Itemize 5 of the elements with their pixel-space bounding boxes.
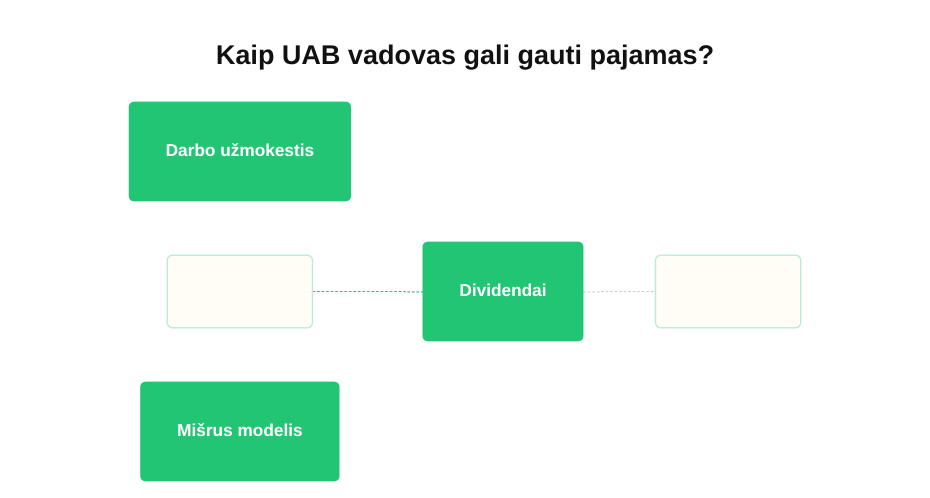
node-box bbox=[166, 254, 314, 328]
node-box bbox=[654, 254, 802, 328]
diagram-title: Kaip UAB vadovas gali gauti pajamas? bbox=[216, 40, 714, 71]
connector bbox=[583, 290, 656, 292]
connector bbox=[312, 290, 424, 292]
